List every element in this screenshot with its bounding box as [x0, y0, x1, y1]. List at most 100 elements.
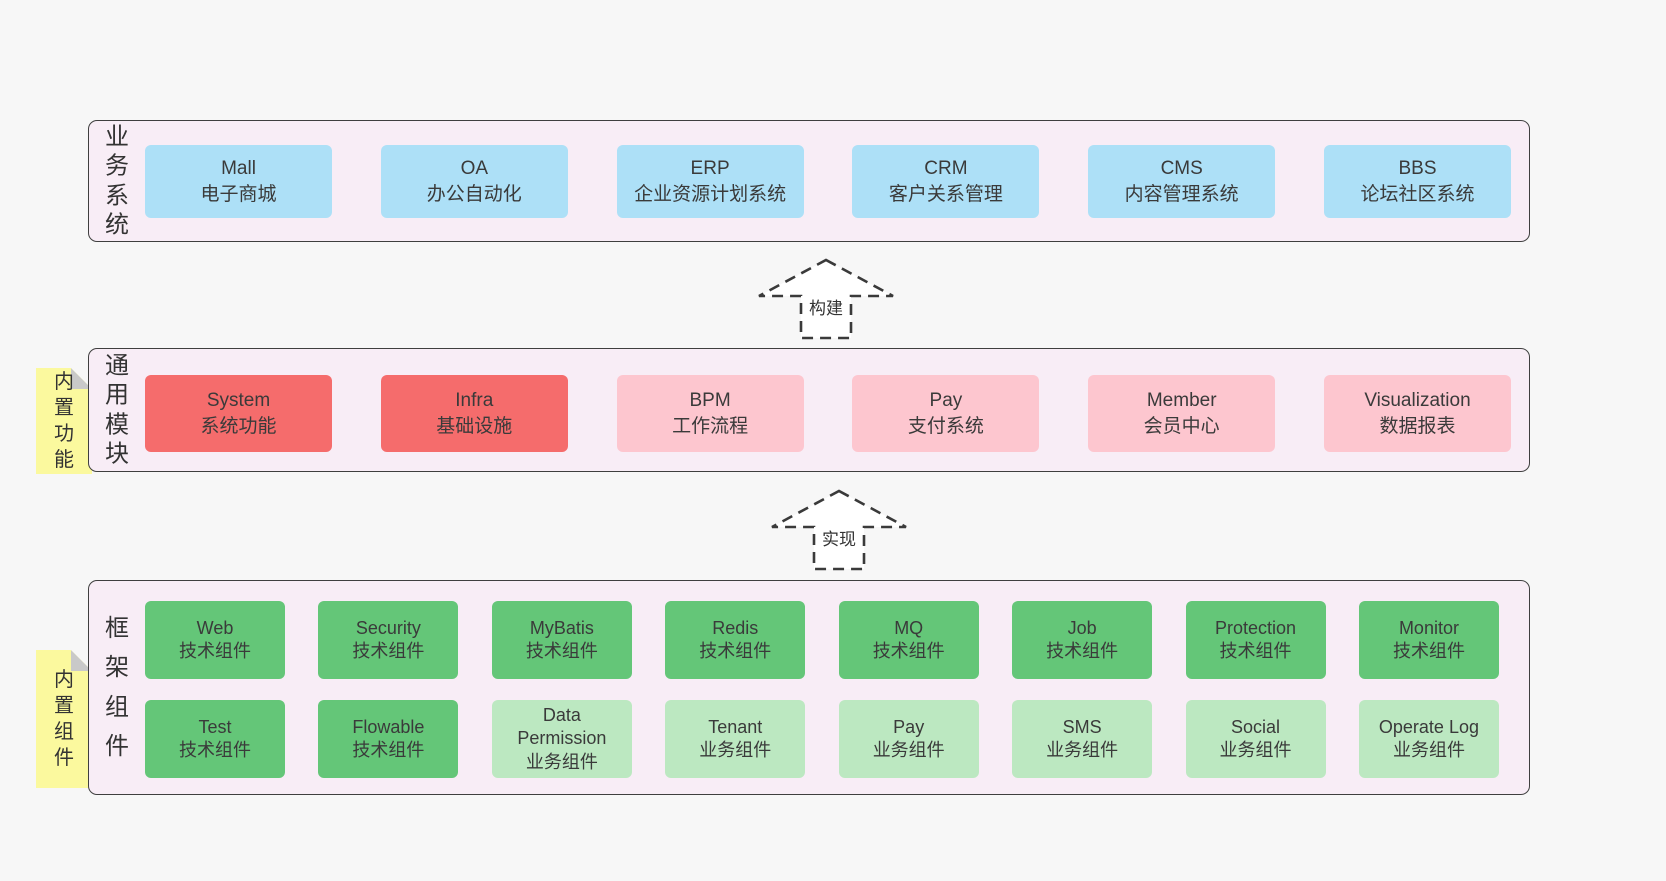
panel-common-modules: 通用模块 System 系统功能 Infra 基础设施 BPM 工作流程 Pay 支付系统 Me… [88, 348, 1530, 472]
box-tenant: Tenant 业务组件 [665, 700, 806, 778]
implement-arrow: 实现 [769, 488, 909, 572]
box-subtitle: 数据报表 [1379, 415, 1456, 437]
box-subtitle: 办公自动化 [426, 183, 522, 205]
panel-framework-label: 框架组件 [105, 614, 129, 761]
box-subtitle: 业务组件 [872, 740, 945, 760]
box-title: System [206, 389, 271, 411]
box-subtitle: 技术组件 [1046, 641, 1119, 661]
box-subtitle: 基础设施 [436, 415, 513, 437]
panel-business-label: 业务系统 [105, 123, 129, 239]
box-sms: SMS 业务组件 [1012, 700, 1153, 778]
box-subtitle: 工作流程 [672, 415, 749, 437]
box-protection: Protection 技术组件 [1185, 601, 1326, 679]
build-arrow: 构建 [756, 257, 896, 341]
box-infra: Infra 基础设施 [380, 375, 568, 452]
panel-modules-label: 通用模块 [105, 352, 129, 468]
box-job: Job 技术组件 [1012, 601, 1153, 679]
build-arrow-label: 构建 [806, 294, 846, 319]
box-operate-log: Operate Log 业务组件 [1358, 700, 1499, 778]
box-title: Member [1146, 389, 1217, 411]
box-subtitle: 业务组件 [1219, 740, 1292, 760]
box-title: CRM [924, 157, 968, 179]
box-mq: MQ 技术组件 [838, 601, 979, 679]
box-title: Mall [221, 157, 256, 179]
box-title: ERP [690, 157, 730, 179]
box-mybatis: MyBatis 技术组件 [491, 601, 632, 679]
box-subtitle: 技术组件 [352, 740, 425, 760]
box-title: Web [196, 617, 234, 638]
box-subtitle: 技术组件 [525, 641, 598, 661]
note-builtin-functions-label: 内置功能 [54, 371, 74, 471]
box-title: Redis [712, 617, 759, 638]
box-subtitle: 技术组件 [872, 641, 945, 661]
box-title: Flowable [352, 716, 425, 737]
box-subtitle: 业务组件 [1392, 740, 1465, 760]
box-title: Test [198, 716, 232, 737]
box-title: Monitor [1398, 617, 1459, 638]
box-title: Infra [455, 389, 494, 411]
box-subtitle: 客户关系管理 [888, 183, 1003, 205]
box-title: Social [1231, 716, 1281, 737]
box-subtitle: 技术组件 [179, 740, 251, 760]
box-title: MQ [894, 617, 924, 638]
box-subtitle: 技术组件 [1219, 641, 1292, 661]
box-title: SMS [1062, 716, 1102, 737]
box-subtitle: 技术组件 [1392, 641, 1465, 661]
box-title: Pay [929, 389, 963, 411]
box-test: Test 技术组件 [145, 700, 285, 778]
box-title: Visualization [1364, 389, 1471, 411]
box-visualization: Visualization 数据报表 [1323, 375, 1511, 452]
box-subtitle: 技术组件 [699, 641, 772, 661]
note-builtin-components-label: 内置组件 [54, 669, 74, 769]
box-subtitle: 论坛社区系统 [1360, 183, 1475, 205]
box-title: Pay [893, 716, 925, 737]
box-title: BPM [689, 389, 731, 411]
implement-arrow-label: 实现 [819, 525, 859, 550]
box-title: MyBatis [529, 617, 594, 638]
box-title: BBS [1398, 157, 1437, 179]
box-erp: ERP 企业资源计划系统 [616, 145, 804, 218]
box-subtitle: 支付系统 [907, 415, 984, 437]
box-oa: OA 办公自动化 [380, 145, 568, 218]
box-title: Operate Log [1378, 716, 1479, 737]
box-bbs: BBS 论坛社区系统 [1323, 145, 1511, 218]
sticky-note-builtin-functions: 内置功能 [36, 368, 92, 474]
box-social: Social 业务组件 [1185, 700, 1326, 778]
box-subtitle: 技术组件 [179, 641, 251, 661]
box-title: CMS [1160, 157, 1203, 179]
box-subtitle: 技术组件 [352, 641, 425, 661]
box-subtitle: 业务组件 [1046, 740, 1119, 760]
box-title: Security [355, 617, 421, 638]
box-title: Data Permission [517, 704, 607, 749]
box-flowable: Flowable 技术组件 [318, 700, 459, 778]
box-title: Job [1067, 617, 1097, 638]
box-monitor: Monitor 技术组件 [1358, 601, 1499, 679]
box-subtitle: 会员中心 [1143, 415, 1220, 437]
box-subtitle: 业务组件 [525, 751, 598, 772]
sticky-note-builtin-components: 内置组件 [36, 650, 92, 788]
box-subtitle: 业务组件 [699, 740, 772, 760]
box-member: Member 会员中心 [1088, 375, 1276, 452]
box-subtitle: 系统功能 [200, 415, 277, 437]
box-title: OA [460, 157, 489, 179]
box-title: Protection [1215, 617, 1297, 638]
box-title: Tenant [708, 716, 763, 737]
box-pay: Pay 业务组件 [838, 700, 979, 778]
box-redis: Redis 技术组件 [665, 601, 806, 679]
box-crm: CRM 客户关系管理 [852, 145, 1040, 218]
modules-boxes-row: System 系统功能 Infra 基础设施 BPM 工作流程 Pay 支付系统 Member 会… [145, 375, 1511, 452]
box-web: Web 技术组件 [145, 601, 285, 679]
box-subtitle: 内容管理系统 [1124, 183, 1239, 205]
box-bpm: BPM 工作流程 [616, 375, 804, 452]
box-subtitle: 企业资源计划系统 [634, 183, 787, 205]
box-cms: CMS 内容管理系统 [1088, 145, 1276, 218]
box-system: System 系统功能 [145, 375, 332, 452]
box-pay: Pay 支付系统 [852, 375, 1040, 452]
